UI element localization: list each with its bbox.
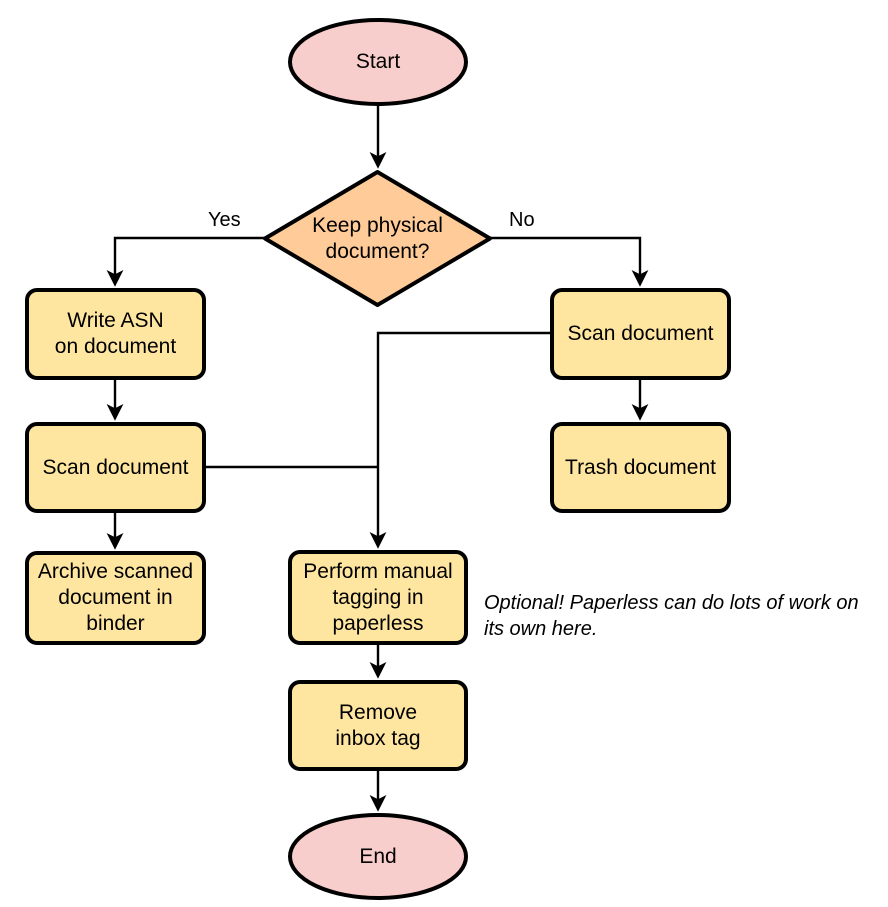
node-trash-document[interactable]: [550, 422, 731, 513]
node-scan-document-right[interactable]: [550, 288, 731, 380]
node-end[interactable]: [288, 813, 468, 900]
node-write-asn[interactable]: [25, 288, 206, 380]
edge-label-yes: Yes: [208, 209, 241, 231]
edge-decision-no-to-scan-right: [490, 236, 649, 287]
node-scan-document-left[interactable]: [25, 422, 206, 513]
node-archive-scanned-document[interactable]: [25, 551, 206, 645]
node-start[interactable]: [288, 18, 468, 106]
annotation-optional-note: Optional! Paperless can do lots of work …: [484, 592, 859, 640]
edge-scan-right-to-manual-tagging: [369, 331, 552, 549]
edge-decision-yes-to-write-asn: [106, 236, 265, 287]
node-remove-inbox-tag[interactable]: [288, 680, 468, 771]
edge-label-no: No: [509, 209, 535, 231]
node-keep-physical-document[interactable]: [263, 170, 492, 307]
node-perform-manual-tagging[interactable]: [288, 550, 468, 645]
